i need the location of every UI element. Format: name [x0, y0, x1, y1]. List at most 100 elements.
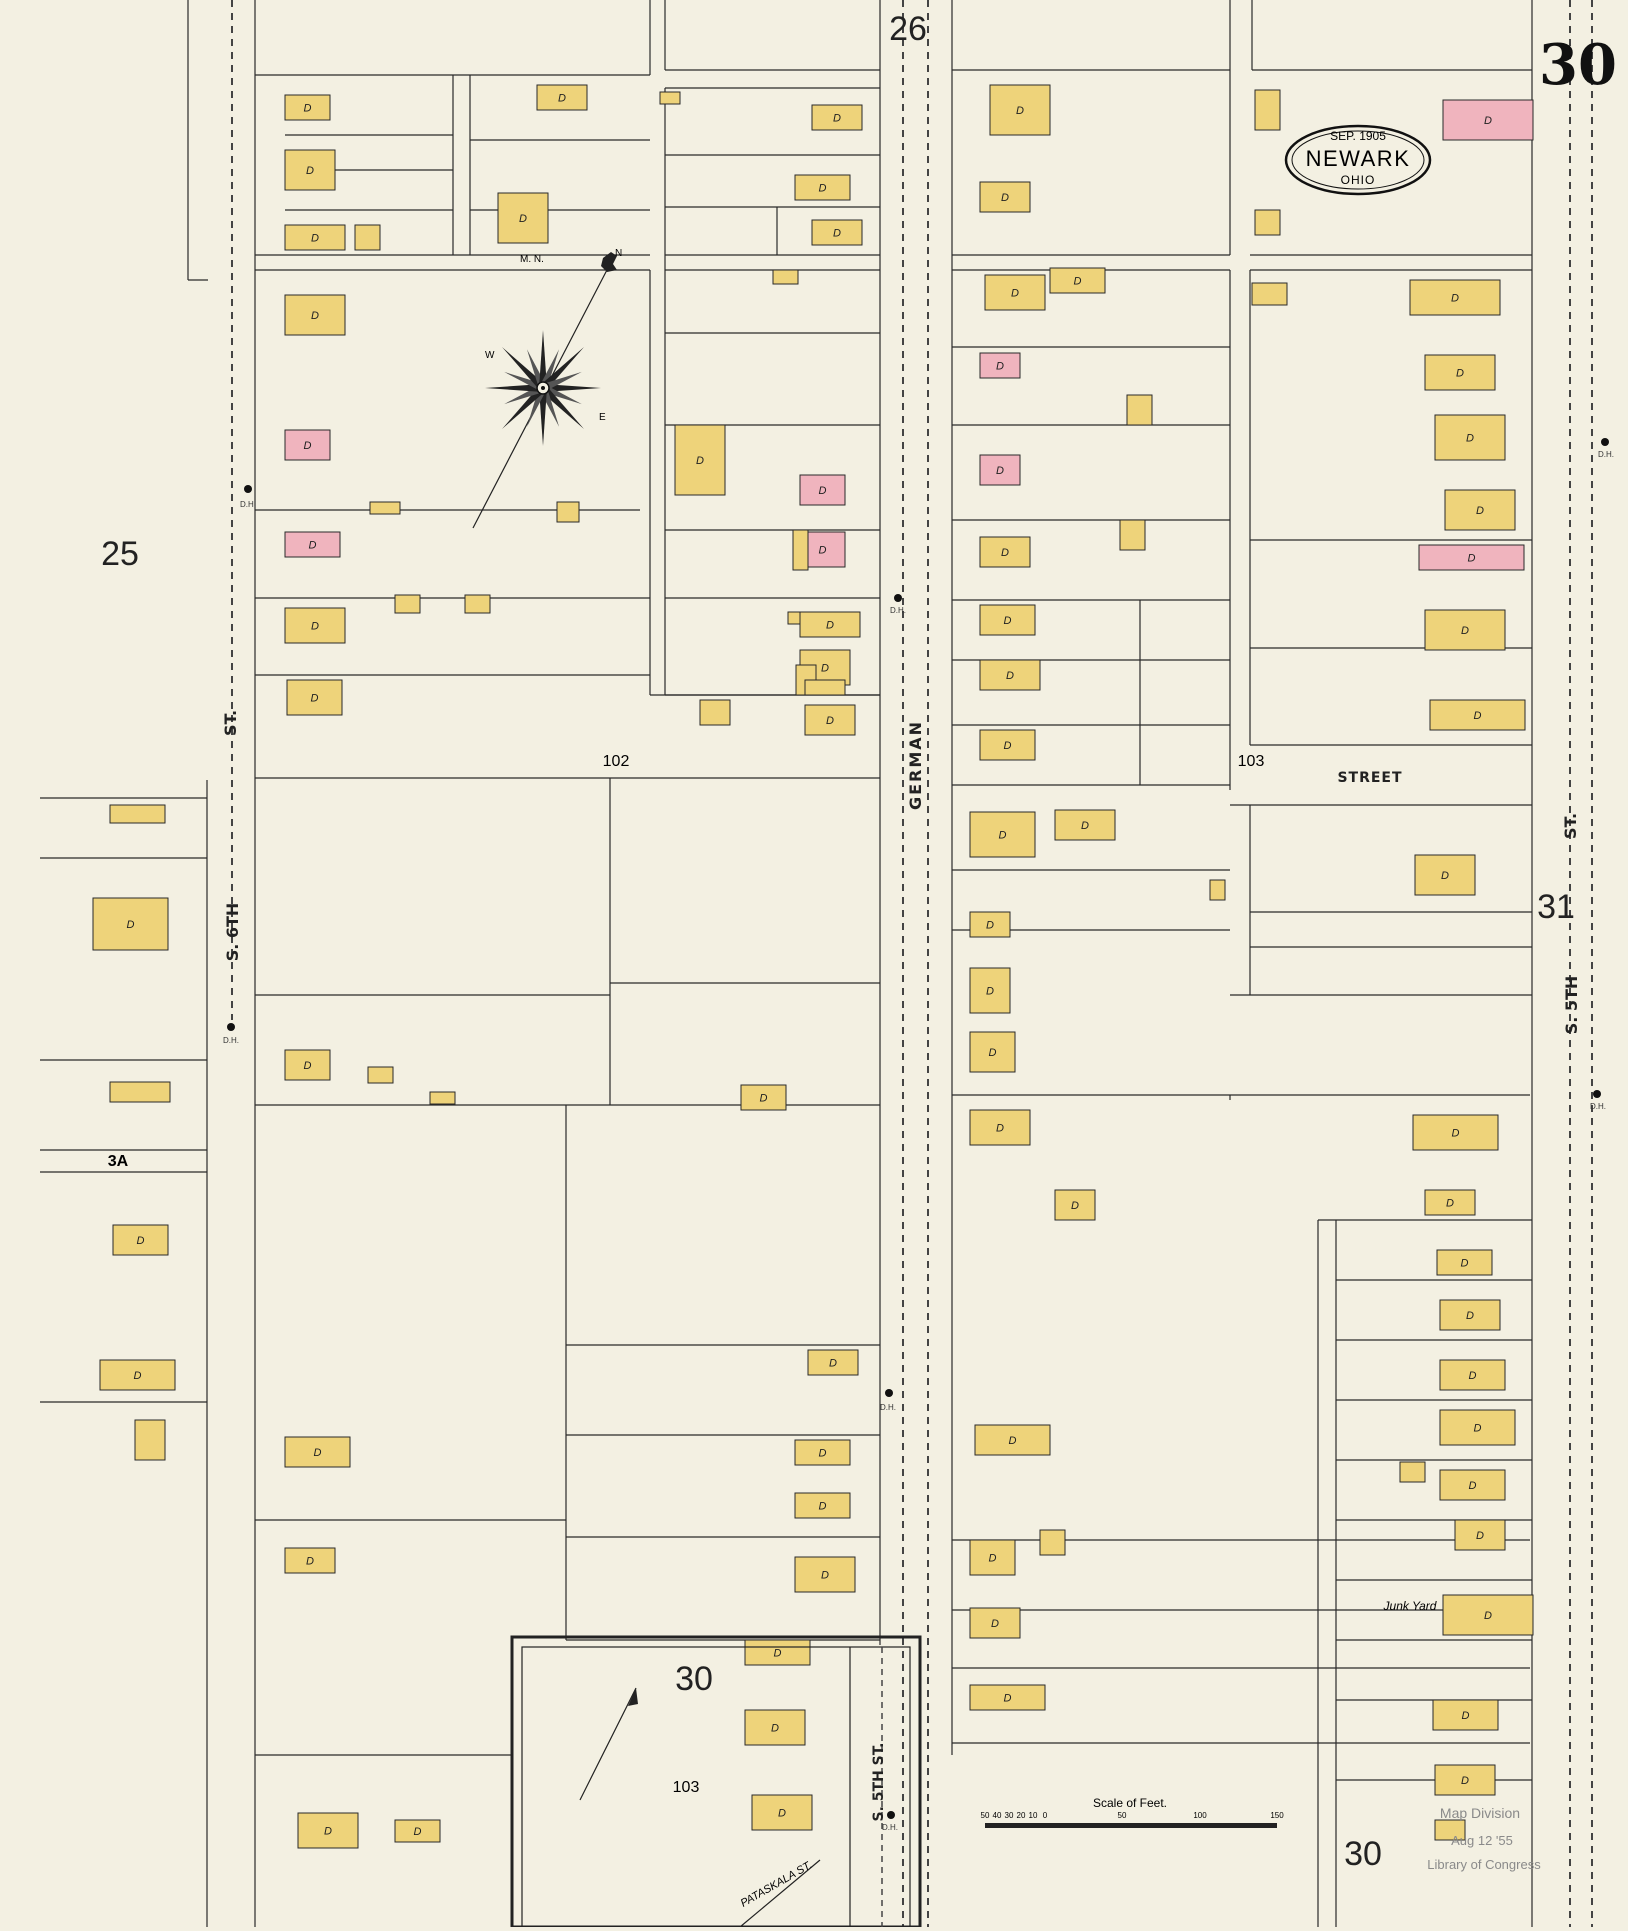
dwelling-label: D — [1011, 288, 1019, 300]
frame-building — [1434, 1819, 1466, 1841]
sheet-date: SEP. 1905 — [1330, 129, 1386, 143]
street-5th-st: ST. — [1561, 813, 1580, 839]
compass-ray — [485, 384, 543, 392]
dwelling-label: D — [986, 920, 994, 932]
dh-label: D.H. — [240, 500, 256, 509]
frame-building — [989, 84, 1051, 136]
brick-building — [284, 531, 341, 558]
frame-building — [1414, 854, 1476, 896]
frame-building — [969, 967, 1011, 1014]
frame-building — [134, 1419, 166, 1461]
frame-building — [1429, 699, 1526, 731]
dwelling-label: D — [696, 455, 704, 467]
compass-ray — [526, 386, 547, 427]
dwelling-label: D — [1016, 105, 1024, 117]
dwelling-label: D — [1071, 1200, 1079, 1212]
dh-label: D.H. — [880, 1403, 896, 1412]
dwelling-label: D — [819, 1448, 827, 1460]
hydrant-marker — [1601, 438, 1609, 446]
frame-building — [284, 149, 336, 191]
frame-building — [794, 1439, 851, 1466]
dwelling-label: D — [1468, 553, 1476, 565]
dwelling-label: D — [304, 1060, 312, 1072]
frame-building — [979, 604, 1036, 636]
dwelling-label: D — [821, 1570, 829, 1582]
frame-building — [1424, 354, 1496, 391]
city-cartouche: SEP. 1905 NEWARK OHIO — [1284, 124, 1432, 196]
dwelling-label: D — [314, 1447, 322, 1459]
dwelling-label: D — [1466, 433, 1474, 445]
street-mn: M. N. — [520, 254, 544, 265]
dwelling-label: D — [989, 1047, 997, 1059]
inset-north-arrow — [579, 1687, 637, 1801]
scale-tick-label: 150 — [1270, 1811, 1284, 1820]
inset-arrowhead-icon — [628, 1688, 638, 1706]
frame-building — [1254, 209, 1281, 236]
street-center-dashes — [231, 0, 1593, 1927]
adjacent-sheet-bottom: 30 — [1344, 1835, 1382, 1873]
dwelling-label: D — [1452, 1128, 1460, 1140]
frame-building — [284, 94, 331, 121]
dwelling-label: D — [1001, 192, 1009, 204]
frame-building — [740, 1084, 787, 1111]
hydrant-marker — [887, 1811, 895, 1819]
hydrant-marker — [1593, 1090, 1601, 1098]
frame-building — [1424, 609, 1506, 651]
frame-building — [744, 1639, 811, 1666]
junk-yard-label: Junk Yard — [1383, 1599, 1437, 1613]
compass-star-icon — [485, 330, 601, 446]
frame-building — [297, 1812, 359, 1849]
frame-building — [92, 897, 169, 951]
compass-e-label: E — [599, 412, 606, 423]
frame-building — [284, 607, 346, 644]
building-footprints: DDDDDDDDDDDDDDDDDDDDDDDDDDDDDDDDDDDDDDDD… — [92, 84, 1534, 1849]
compass-n-label: N — [615, 248, 622, 259]
dwelling-label: D — [306, 165, 314, 177]
dwelling-label: D — [1461, 1258, 1469, 1270]
frame-building — [1126, 394, 1153, 426]
compass-ray — [504, 371, 545, 392]
compass-ray — [541, 384, 582, 405]
frame-building — [1424, 1189, 1476, 1216]
dwelling-label: D — [1484, 1610, 1492, 1622]
frame-building — [284, 294, 346, 336]
frame-building — [394, 1819, 441, 1843]
dwelling-label: D — [996, 361, 1004, 373]
frame-building — [969, 1607, 1021, 1639]
dwelling-label: D — [771, 1723, 779, 1735]
inset-sheet-number: 30 — [675, 1660, 713, 1698]
dwelling-label: D — [826, 715, 834, 727]
stamp-line-1: Map Division — [1440, 1805, 1520, 1821]
dwelling-label: D — [304, 103, 312, 115]
dwelling-label: D — [306, 1556, 314, 1568]
frame-building — [744, 1709, 806, 1746]
hydrant-marker — [244, 485, 252, 493]
compass-ray — [501, 346, 546, 391]
block-3a: 3A — [108, 1153, 129, 1170]
street-label-street: STREET — [1337, 770, 1402, 786]
frame-building — [354, 224, 381, 251]
frame-building — [284, 224, 346, 251]
dwelling-label: D — [1004, 740, 1012, 752]
block-102: 102 — [603, 753, 630, 770]
dwelling-label: D — [1466, 1310, 1474, 1322]
frame-building — [699, 699, 731, 726]
frame-building — [811, 219, 863, 246]
frame-building — [979, 729, 1036, 761]
dwelling-label: D — [311, 310, 319, 322]
block-103: 103 — [1238, 753, 1265, 770]
brick-building — [1442, 99, 1534, 141]
frame-building — [1119, 519, 1146, 551]
dwelling-label: D — [311, 693, 319, 705]
dwelling-label: D — [127, 919, 135, 931]
scale-tick-label: 50 — [1118, 1811, 1127, 1820]
scale-tick-label: 0 — [1043, 1811, 1048, 1820]
frame-building — [1054, 809, 1116, 841]
frame-building — [369, 501, 401, 515]
frame-building — [799, 611, 861, 638]
block-103-inset: 103 — [673, 1779, 700, 1796]
frame-building — [1251, 282, 1288, 306]
dwelling-label: D — [1474, 710, 1482, 722]
